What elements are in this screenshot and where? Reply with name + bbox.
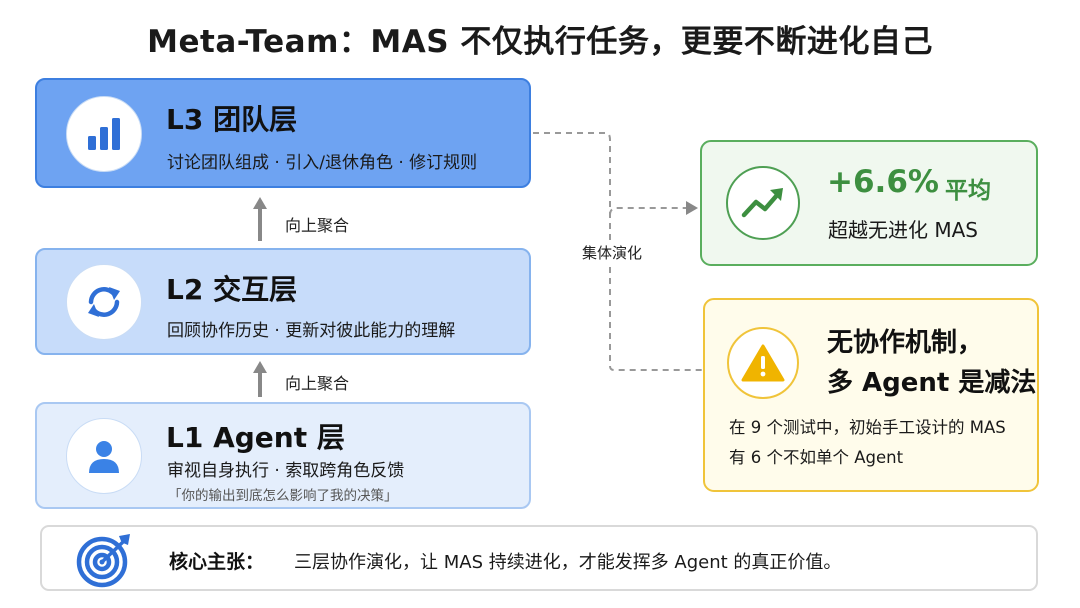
aggregation-label: 向上聚合 bbox=[285, 374, 350, 393]
stat-value: +6.6% bbox=[827, 164, 939, 200]
bar-chart-icon bbox=[66, 96, 142, 172]
core-claim-text: 三层协作演化，让 MAS 持续进化，才能发挥多 Agent 的真正价值。 bbox=[294, 552, 842, 573]
layer-title: L3 团队层 bbox=[166, 103, 298, 136]
collective-evolution-label: 集体演化 bbox=[580, 242, 645, 263]
warning-title-line: 无协作机制， bbox=[827, 328, 984, 358]
layer-description: 回顾协作历史 · 更新对彼此能力的理解 bbox=[167, 321, 456, 341]
warning-card: 无协作机制， 多 Agent 是减法 在 9 个测试中，初始手工设计的 MAS … bbox=[703, 298, 1039, 492]
layer-description: 讨论团队组成 · 引入/退休角色 · 修订规则 bbox=[167, 153, 478, 173]
target-icon bbox=[76, 534, 130, 588]
result-card: +6.6% 平均 超越无进化 MAS bbox=[700, 140, 1038, 266]
core-claim-label: 核心主张： bbox=[169, 551, 265, 573]
refresh-icon bbox=[66, 264, 142, 340]
stat-description: 超越无进化 MAS bbox=[828, 218, 978, 242]
stat-unit: 平均 bbox=[945, 178, 991, 204]
layer-description: 审视自身执行 · 索取跨角色反馈 bbox=[167, 461, 405, 481]
warning-description-line: 有 6 个不如单个 Agent bbox=[729, 448, 904, 467]
warning-icon bbox=[727, 327, 799, 399]
up-arrow-icon bbox=[253, 197, 267, 241]
person-icon bbox=[66, 418, 142, 494]
page-title: Meta-Team：MAS 不仅执行任务，更要不断进化自己 bbox=[147, 24, 933, 60]
layer-l2-interaction: L2 交互层 回顾协作历史 · 更新对彼此能力的理解 bbox=[35, 248, 531, 355]
layer-title: L1 Agent 层 bbox=[166, 421, 345, 454]
up-arrow-icon bbox=[253, 361, 267, 397]
aggregation-label: 向上聚合 bbox=[285, 216, 350, 235]
core-claim-bar: 核心主张： 三层协作演化，让 MAS 持续进化，才能发挥多 Agent 的真正价… bbox=[40, 525, 1038, 591]
layer-l1-agent: L1 Agent 层 审视自身执行 · 索取跨角色反馈 「你的输出到底怎么影响了… bbox=[35, 402, 531, 509]
layer-quote: 「你的输出到底怎么影响了我的决策」 bbox=[168, 488, 398, 504]
warning-description-line: 在 9 个测试中，初始手工设计的 MAS bbox=[729, 418, 1006, 437]
layer-title: L2 交互层 bbox=[166, 273, 298, 306]
trend-up-icon bbox=[726, 166, 800, 240]
layer-l3-team: L3 团队层 讨论团队组成 · 引入/退休角色 · 修订规则 bbox=[35, 78, 531, 188]
warning-title-line: 多 Agent 是减法 bbox=[827, 368, 1037, 398]
